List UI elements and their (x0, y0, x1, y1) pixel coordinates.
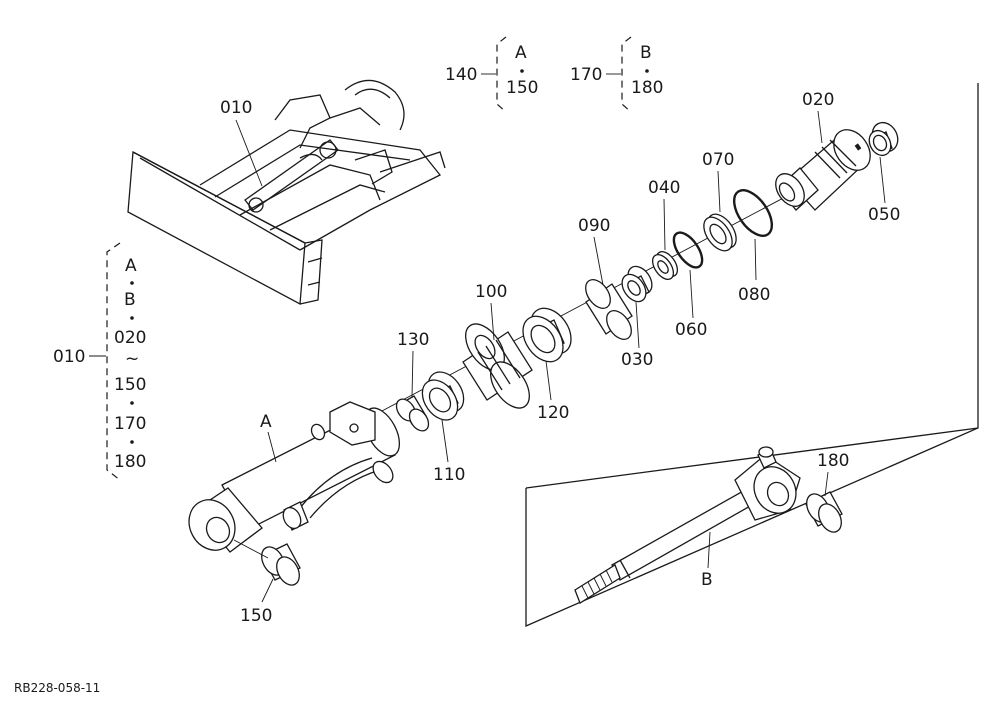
group-010-item-b: B (124, 290, 136, 310)
part-110-wear-ring (421, 371, 465, 421)
group-170-id: 170 (570, 65, 602, 85)
callout-040: 040 (648, 178, 680, 198)
part-090-collar (585, 279, 633, 340)
callout-180: 180 (817, 451, 849, 471)
group-170-top: B (640, 43, 652, 63)
part-080-o-ring (732, 189, 774, 237)
group-010-item-a: A (125, 256, 137, 276)
group-140-bracket (496, 36, 507, 113)
part-050-bushing (868, 121, 899, 157)
part-020-cylinder-head (775, 129, 871, 211)
callout-080: 080 (738, 285, 770, 305)
part-070-backup-ring (703, 213, 737, 252)
group-010-id: 010 (53, 347, 85, 367)
group-010-item-180: 180 (114, 452, 146, 472)
exploded-view-frame (525, 83, 979, 627)
group-010: 010 A B 020 ~ 150 170 180 (53, 242, 146, 481)
callout-130: 130 (397, 330, 429, 350)
group-140-id: 140 (445, 65, 477, 85)
callout-070: 070 (702, 150, 734, 170)
part-040-wiper-ring (651, 250, 679, 281)
group-140-top: A (515, 43, 527, 63)
group-170-bottom: 180 (631, 78, 663, 98)
callout-cylinder-a: A (260, 412, 272, 432)
callout-150: 150 (240, 606, 272, 626)
dozer-blade-illustration (127, 79, 446, 306)
cylinder-tube-a (188, 401, 401, 553)
callout-050: 050 (868, 205, 900, 225)
callout-090: 090 (578, 216, 610, 236)
group-010-item-tilde: ~ (125, 349, 139, 369)
part-180-bush (805, 491, 843, 533)
part-150-bush (261, 543, 301, 586)
part-120-seal-ring (522, 307, 572, 363)
group-170: 170 B 180 (570, 36, 663, 113)
callout-rod-b: B (701, 570, 713, 590)
part-130-bush (395, 395, 430, 432)
part-060-o-ring (672, 231, 704, 269)
group-140-bottom: 150 (506, 78, 538, 98)
callout-100: 100 (475, 282, 507, 302)
figure-reference-code: RB228-058-11 (14, 681, 100, 695)
group-170-bracket (621, 36, 632, 113)
group-140: 140 A 150 (445, 36, 538, 113)
callout-110: 110 (433, 465, 465, 485)
callout-060: 060 (675, 320, 707, 340)
group-010-item-020: 020 (114, 328, 146, 348)
callout-machine-010: 010 (220, 98, 252, 118)
group-010-bracket (106, 242, 121, 481)
piston-rod-b (574, 446, 801, 604)
group-010-item-170: 170 (114, 414, 146, 434)
callout-020: 020 (802, 90, 834, 110)
callout-030: 030 (621, 350, 653, 370)
group-010-item-150: 150 (114, 375, 146, 395)
part-030-ring (621, 265, 653, 303)
callout-120: 120 (537, 403, 569, 423)
part-100-piston (462, 323, 533, 409)
